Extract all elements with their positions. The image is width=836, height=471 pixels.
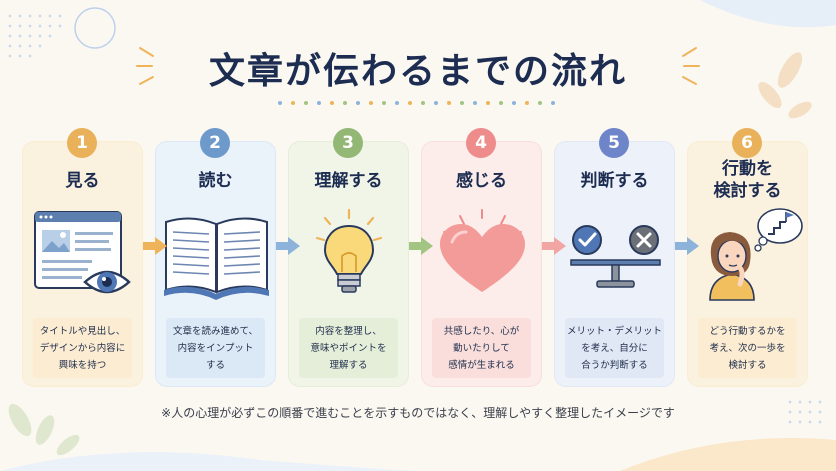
thinking-woman-icon <box>709 208 803 301</box>
step-desc-3-line-1: 内容を整理し、 <box>315 325 382 337</box>
arrow-right-icon <box>276 237 300 255</box>
step-desc-6: どう行動するかを 考え、次の一歩を 検討する <box>698 318 797 378</box>
balance-scale-icon <box>570 225 661 288</box>
light-bulb-icon <box>315 208 383 293</box>
step-title-6: 行動を 検討する <box>688 158 807 202</box>
step-title-4: 感じる <box>456 171 507 191</box>
step-desc-4-line-1: 共感したり、心が <box>443 325 520 337</box>
arrow-right-icon <box>675 237 699 255</box>
step-desc-3: 内容を整理し、 意味やポイントを 理解する <box>299 318 398 378</box>
open-book-icon <box>164 217 269 300</box>
step-desc-1-line-2: デザインから内容に <box>39 342 126 354</box>
step-desc-6-line-3: 検討する <box>728 359 767 371</box>
step-number-2: 2 <box>200 128 230 158</box>
step-number-3: 3 <box>333 128 363 158</box>
step-title-6-line-1: 行動を <box>722 159 773 179</box>
step-desc-6-line-2: 考え、次の一歩を <box>709 342 786 354</box>
step-card-2: 読む 文章を読み進めて、 内容をインプット する <box>155 141 276 387</box>
arrow-right-icon <box>143 237 167 255</box>
heart-icon <box>440 209 525 292</box>
step-desc-5-line-3: 合うか判断する <box>581 359 648 371</box>
step-desc-4-line-2: 動いたりして <box>453 342 510 354</box>
arrow-right-icon <box>542 237 566 255</box>
step-card-5: 判断する メリット・デメリット を考え、自分に 合うか判断する <box>554 141 675 387</box>
step-desc-1: タイトルや見出し、 デザインから内容に 興味を持つ <box>33 318 132 378</box>
step-desc-5-line-1: メリット・デメリット <box>566 325 662 337</box>
step-card-4: 感じる 共感したり、心が 動いたりして 感情が生まれる <box>421 141 542 387</box>
step-desc-3-line-2: 意味やポイントを <box>310 342 387 354</box>
step-title-2: 読む <box>198 171 233 191</box>
page-title: 文章が伝わるまでの流れ <box>208 51 627 92</box>
step-card-3: 理解する 内容を整理し、 意味やポイントを 理解する <box>288 141 409 387</box>
step-desc-4-line-3: 感情が生まれる <box>448 359 515 371</box>
step-desc-4: 共感したり、心が 動いたりして 感情が生まれる <box>432 318 531 378</box>
step-title-3: 理解する <box>314 171 383 191</box>
step-desc-3-line-3: 理解する <box>329 359 368 371</box>
step-desc-5-line-2: を考え、自分に <box>581 342 648 354</box>
step-number-1: 1 <box>67 128 97 158</box>
step-number-5: 5 <box>599 128 629 158</box>
browser-eye-icon <box>34 211 131 294</box>
step-desc-1-line-1: タイトルや見出し、 <box>39 325 126 337</box>
step-desc-2-line-1: 文章を読み進めて、 <box>172 325 259 337</box>
step-number-4: 4 <box>466 128 496 158</box>
footnote: ※人の心理が必ずこの順番で進むことを示すものではなく、理解しやすく整理したイメー… <box>161 406 675 420</box>
step-card-6: 行動を 検討する どう行動するかを 考え、次の一歩を 検討する <box>687 141 808 387</box>
arrow-right-icon <box>409 237 433 255</box>
step-desc-6-line-1: どう行動するかを <box>709 325 786 337</box>
step-desc-2: 文章を読み進めて、 内容をインプット する <box>166 318 265 378</box>
step-desc-1-line-3: 興味を持つ <box>58 359 107 371</box>
step-title-5: 判断する <box>580 171 649 191</box>
step-desc-2-line-3: する <box>205 359 225 371</box>
step-title-1: 見る <box>65 171 100 191</box>
step-card-1: 見る タイトルや見出し、 デザインから内容に 興味を持つ <box>22 141 143 387</box>
step-number-6: 6 <box>732 128 762 158</box>
step-desc-2-line-2: 内容をインプット <box>177 342 254 354</box>
step-desc-5: メリット・デメリット を考え、自分に 合うか判断する <box>565 318 664 378</box>
step-title-6-line-2: 検討する <box>713 181 782 201</box>
